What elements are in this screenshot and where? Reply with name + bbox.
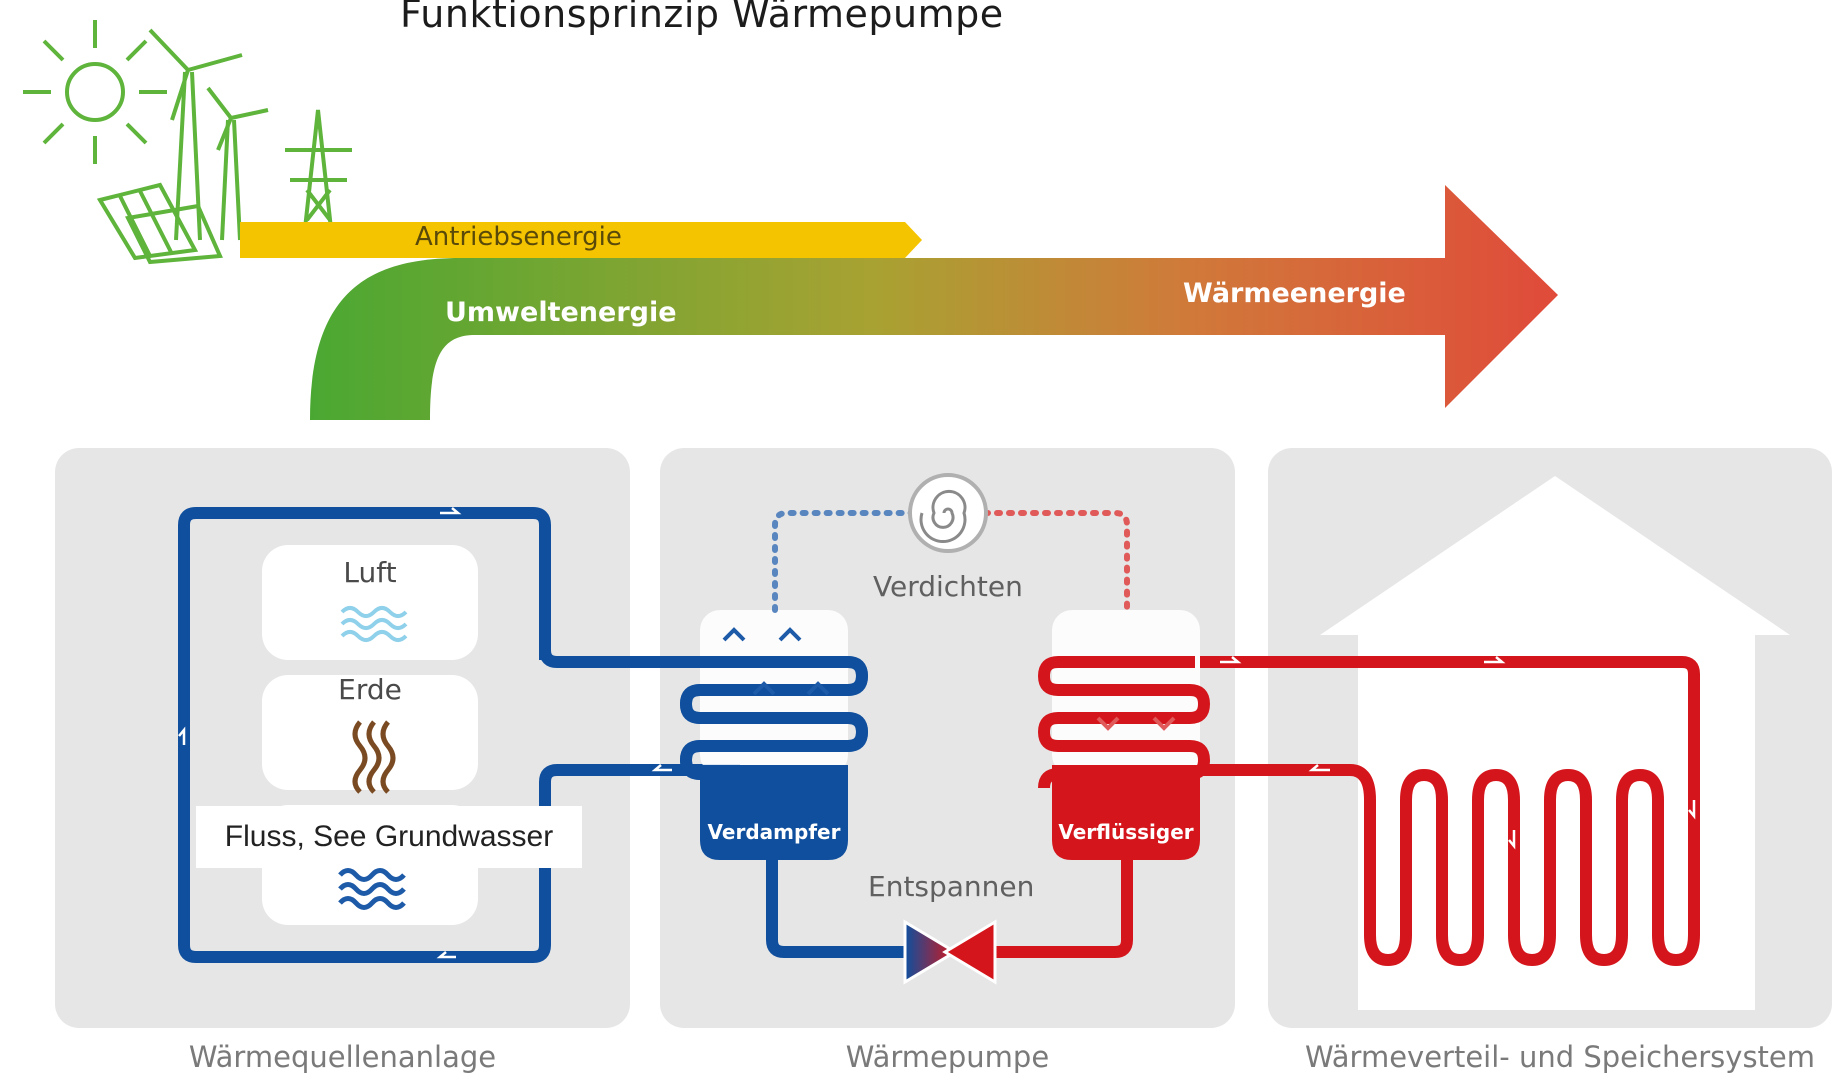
water-waves-icon xyxy=(338,868,406,910)
compress-label: Verdichten xyxy=(873,570,1023,603)
source-loop-pipe xyxy=(178,507,740,963)
drive-energy-band xyxy=(240,222,922,258)
sun-icon xyxy=(23,20,167,164)
liquid-line-cold xyxy=(766,860,905,958)
cold-vapor-line xyxy=(772,510,915,613)
drive-energy-label: Antriebsenergie xyxy=(415,222,622,252)
flow-arrows xyxy=(178,507,1696,959)
earth-label: Erde xyxy=(338,673,402,706)
earth-heat-icon xyxy=(352,720,396,794)
expansion-valve-icon xyxy=(903,919,997,985)
hot-vapor-line xyxy=(982,510,1130,613)
condenser-label: Verflüssiger xyxy=(1058,820,1194,844)
heating-supply-pipe xyxy=(1200,656,1700,966)
power-pylon-icon xyxy=(285,109,352,257)
condenser-arrows-icon xyxy=(1096,716,1176,731)
evaporator-body xyxy=(700,765,848,860)
heat-energy-label: Wärmeenergie xyxy=(1183,278,1406,309)
heat-pump-caption: Wärmepumpe xyxy=(845,1040,1050,1074)
evaporator-coil-front xyxy=(679,656,869,780)
environment-energy-band xyxy=(310,185,1558,420)
distribution-caption: Wärmeverteil- und Speichersystem xyxy=(1304,1040,1816,1074)
diagram-title: Funktionsprinzip Wärmepumpe xyxy=(400,0,1004,36)
compressor-icon xyxy=(908,473,988,553)
wind-turbine-icon xyxy=(148,28,269,241)
liquid-line-hot xyxy=(990,860,1133,958)
solar-panel-icon xyxy=(96,182,223,265)
evaporator-arrows-icon xyxy=(722,627,830,696)
air-label: Luft xyxy=(343,556,397,589)
source-system-caption: Wärmequellenanlage xyxy=(188,1040,497,1074)
air-box xyxy=(262,545,478,660)
condenser-body xyxy=(1052,765,1200,860)
source-supply-pipe xyxy=(539,649,712,668)
air-waves-icon xyxy=(340,606,408,642)
pump-panel xyxy=(660,448,1235,1028)
water-label: Fluss, See Grundwasser xyxy=(196,806,582,868)
environment-energy-label: Umweltenergie xyxy=(445,297,677,328)
evaporator-label: Verdampfer xyxy=(707,820,841,844)
expand-label: Entspannen xyxy=(868,870,1035,903)
